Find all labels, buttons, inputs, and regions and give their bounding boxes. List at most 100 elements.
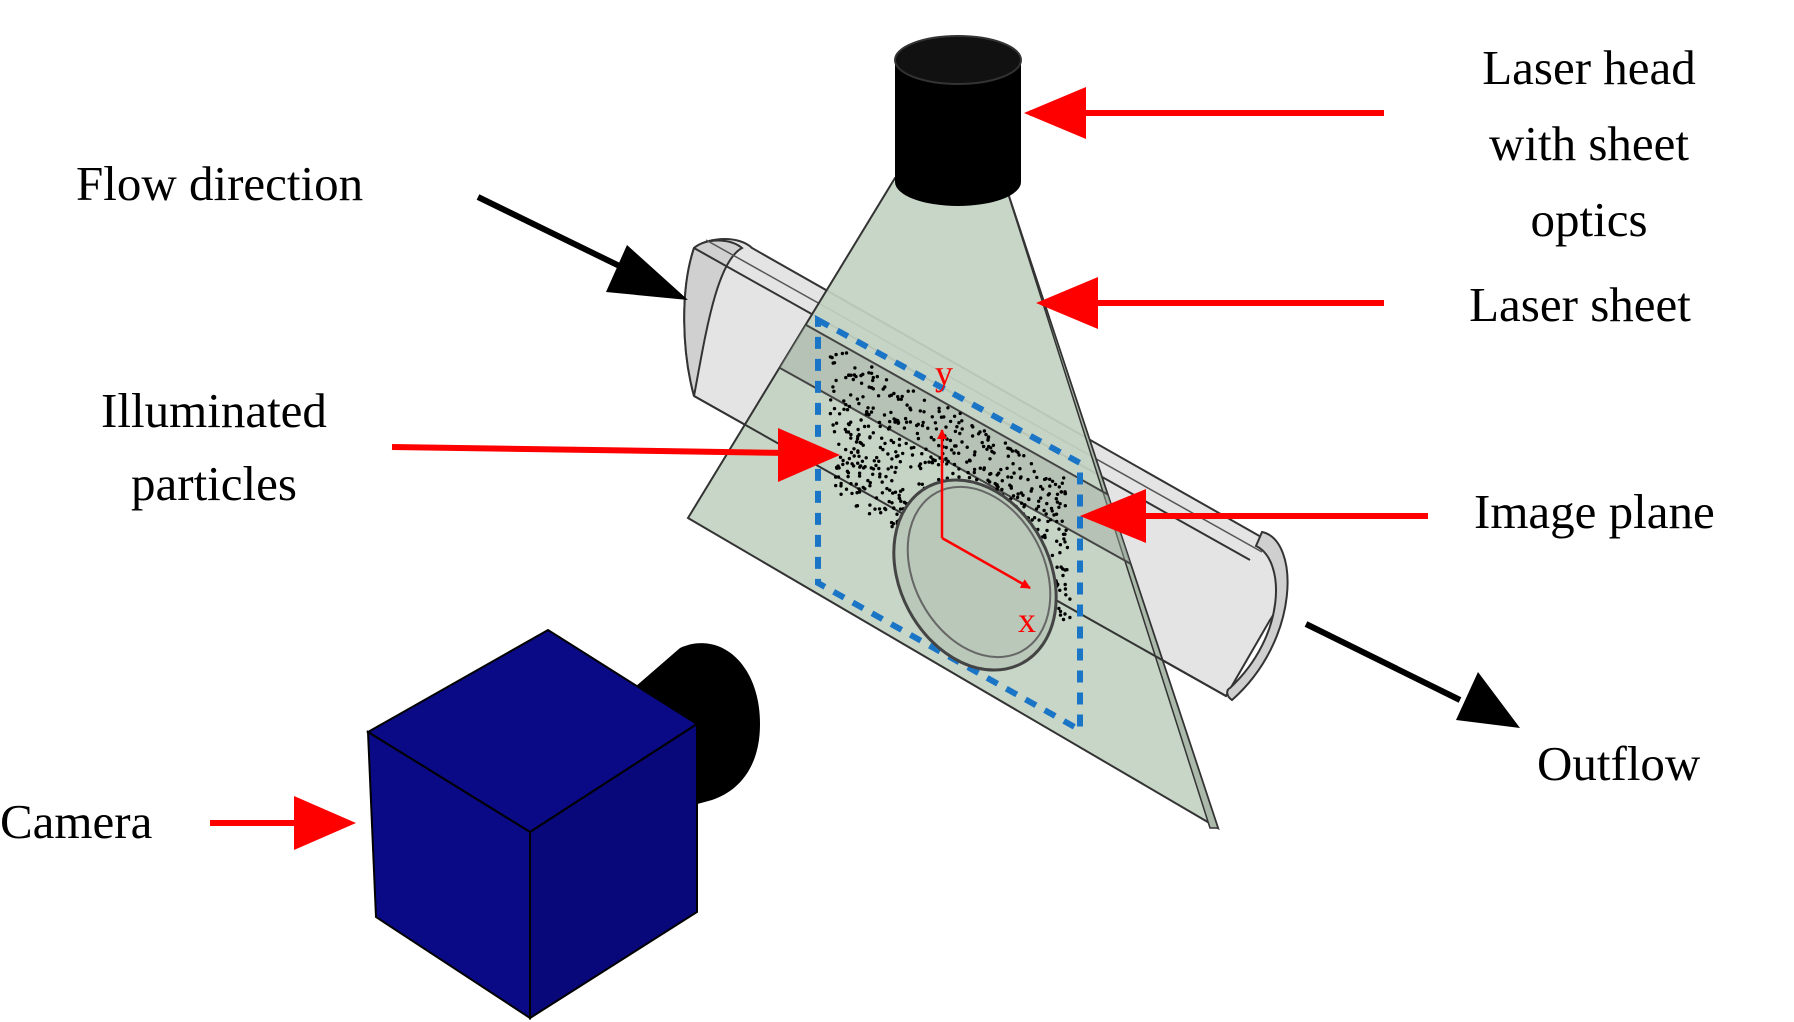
particle — [844, 375, 848, 380]
particle — [880, 480, 884, 484]
particle — [1019, 501, 1024, 505]
particle — [879, 511, 883, 515]
particle — [847, 404, 852, 409]
particle — [893, 490, 898, 494]
particle — [937, 443, 941, 448]
particle — [832, 406, 837, 411]
particle — [845, 408, 850, 412]
particle — [1011, 462, 1015, 466]
particle — [1058, 551, 1062, 555]
particle — [864, 412, 868, 416]
particle — [971, 425, 975, 429]
particle — [878, 445, 883, 450]
particle — [890, 457, 894, 461]
particle — [834, 475, 838, 479]
particle — [893, 420, 897, 424]
particle — [868, 481, 872, 485]
particle — [957, 421, 961, 425]
particle — [952, 451, 956, 455]
particle — [890, 479, 894, 483]
particle — [1045, 501, 1049, 506]
particle — [1050, 553, 1055, 558]
particle — [894, 450, 898, 454]
particle — [882, 413, 887, 417]
particle — [984, 432, 988, 437]
particle — [1032, 516, 1037, 520]
particle — [893, 470, 897, 474]
particle — [1009, 475, 1014, 479]
particle — [967, 475, 972, 480]
coordinate-axes: y x — [935, 353, 1036, 640]
particle — [1037, 499, 1041, 503]
particle — [845, 461, 849, 465]
particle — [864, 456, 868, 460]
particle — [849, 482, 853, 486]
particle — [997, 471, 1001, 475]
particle — [871, 378, 875, 383]
particle — [895, 512, 899, 516]
particle — [1063, 540, 1067, 544]
particle — [886, 467, 890, 471]
particle — [920, 452, 924, 456]
laser-head — [894, 35, 1022, 206]
particle — [1041, 487, 1045, 491]
particle — [868, 436, 872, 440]
particle — [904, 420, 909, 424]
particle — [1018, 476, 1023, 480]
particle — [849, 436, 853, 440]
particle — [1030, 487, 1034, 491]
particle — [1039, 496, 1043, 500]
particle — [889, 465, 894, 469]
particle — [955, 425, 959, 429]
particle — [866, 406, 870, 410]
laser-sheet-edge — [1002, 177, 1220, 829]
particle — [1068, 615, 1072, 620]
particle — [832, 361, 837, 365]
particle — [1064, 593, 1068, 597]
particle — [990, 449, 994, 454]
particle — [965, 445, 969, 449]
particle — [936, 463, 941, 467]
particle — [858, 465, 862, 469]
label-laser-head: Laser head — [1482, 40, 1696, 95]
particle — [892, 417, 896, 421]
particle — [873, 507, 877, 511]
particle — [901, 451, 905, 456]
particle — [847, 456, 852, 461]
particle — [868, 503, 872, 507]
pipe-cross-section — [892, 478, 1058, 672]
particle — [937, 477, 941, 482]
particle — [885, 486, 889, 491]
particle — [918, 462, 923, 466]
particle — [922, 398, 927, 402]
particle — [1016, 450, 1020, 455]
particle — [888, 394, 892, 398]
particle — [846, 471, 851, 475]
particle — [915, 431, 920, 436]
particle — [930, 460, 934, 465]
particle — [834, 378, 838, 383]
particle — [989, 471, 993, 476]
particle — [919, 466, 923, 471]
particle — [856, 461, 860, 465]
particle — [841, 458, 845, 463]
particle — [937, 406, 941, 410]
particle — [985, 447, 989, 451]
particle — [1055, 500, 1060, 504]
particle — [839, 481, 843, 486]
particle — [834, 483, 838, 488]
particle — [910, 453, 915, 457]
particle — [929, 455, 933, 459]
particle — [1000, 487, 1004, 492]
particle — [1048, 484, 1052, 488]
particle — [975, 477, 979, 482]
particle — [970, 434, 975, 438]
particle — [1055, 565, 1059, 569]
particle — [1006, 475, 1010, 479]
particle — [886, 452, 890, 456]
particle — [1048, 477, 1052, 481]
particle — [944, 425, 948, 429]
particle — [844, 447, 848, 452]
particle — [896, 395, 900, 399]
particle — [897, 496, 901, 500]
